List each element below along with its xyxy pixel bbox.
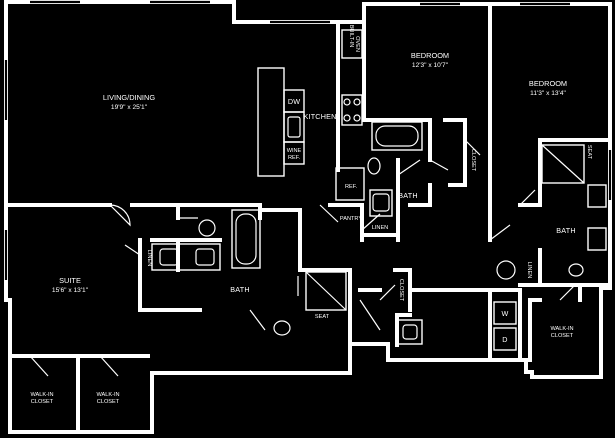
bedroom-2-label: BEDROOM xyxy=(529,79,567,88)
bath-fixtures xyxy=(151,121,607,351)
living-dining-label: LIVING/DINING xyxy=(103,93,155,102)
pantry-label: PANTRY xyxy=(340,216,362,222)
toilet-1 xyxy=(367,157,381,175)
double-vanity xyxy=(151,243,221,271)
bedroom-1-label: BEDROOM xyxy=(411,51,449,60)
outer-walls xyxy=(4,0,612,434)
bedroom-2-dim: 11'3" x 13'4" xyxy=(530,90,566,97)
sink-right-2 xyxy=(587,227,607,251)
linen-right-label: LINEN xyxy=(526,262,532,278)
sink-1 xyxy=(369,189,393,217)
seat-center-label: SEAT xyxy=(315,314,330,320)
door-swings xyxy=(29,139,576,377)
linen-suite-label: LINEN xyxy=(146,250,152,266)
shower-right xyxy=(541,144,585,184)
kitchen-label: KITCHEN xyxy=(304,112,337,121)
bedroom-1-dim: 12'3" x 10'7" xyxy=(412,62,449,69)
walkin-suite-b-line1: WALK-IN xyxy=(96,392,119,398)
closet-center-label: CLOSET xyxy=(470,149,476,172)
closet-mid-label: CLOSET xyxy=(398,279,404,302)
built-in-label: BUILT-IN xyxy=(348,25,354,48)
built-in-oven xyxy=(341,29,363,59)
toilet-right xyxy=(496,260,516,280)
sink-hall xyxy=(397,319,423,345)
wine-fridge xyxy=(283,141,305,165)
tub-center xyxy=(231,209,261,269)
walkin-right-line2: CLOSET xyxy=(551,333,574,339)
kitchen-fixtures xyxy=(257,29,365,201)
seat-right-label: SEAT xyxy=(586,145,592,160)
oven-label: OVEN xyxy=(354,36,360,52)
bath-right-label: BATH xyxy=(556,226,575,235)
shower-center xyxy=(305,271,347,311)
suite-label: SUITE xyxy=(59,276,81,285)
suite-dim: 15'6" x 13'1" xyxy=(52,287,89,294)
walkin-right-line1: WALK-IN xyxy=(550,326,573,332)
cooktop xyxy=(341,94,363,126)
wine-label: WINE xyxy=(287,148,302,154)
washer xyxy=(493,301,517,325)
dw-label: DW xyxy=(288,97,300,106)
living-dining-dim: 19'9" x 25'1" xyxy=(111,104,148,111)
toilet-center xyxy=(198,219,216,237)
kitchen-island xyxy=(257,67,285,177)
bath-main-label: BATH xyxy=(230,285,249,294)
washer-label: W xyxy=(502,309,509,318)
fixture-labels: DW BUILT-IN OVEN WINE REF. REF. SEAT SEA… xyxy=(287,25,592,344)
linen-center-label: LINEN xyxy=(372,225,388,231)
interior-walls xyxy=(4,2,612,434)
sink-right-1 xyxy=(587,184,607,208)
tub-1 xyxy=(371,121,423,151)
walkin-suite-b-line2: CLOSET xyxy=(97,399,120,405)
room-labels: LIVING/DINING 19'9" x 25'1" BEDROOM 12'3… xyxy=(30,51,575,405)
walkin-suite-a-line1: WALK-IN xyxy=(30,392,53,398)
wine-ref-label: REF. xyxy=(288,155,301,161)
refrigerator xyxy=(335,167,365,201)
dryer xyxy=(493,327,517,351)
windows xyxy=(4,0,612,280)
toilet-bottom xyxy=(273,320,291,336)
ref-label: REF. xyxy=(345,184,358,190)
walkin-suite-a-line2: CLOSET xyxy=(31,399,54,405)
bath-center-label: BATH xyxy=(398,191,417,200)
dryer-label: D xyxy=(502,335,507,344)
